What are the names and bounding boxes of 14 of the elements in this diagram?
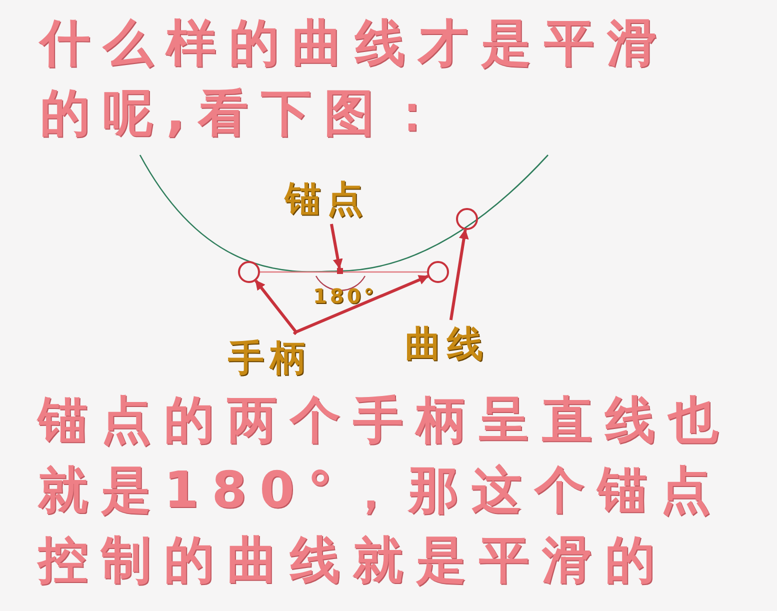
angle-label: 180°	[313, 284, 377, 308]
label-text: 手柄	[228, 334, 312, 383]
arrow	[292, 274, 429, 336]
handle-line	[260, 271, 427, 273]
label-text: 曲线	[405, 320, 489, 369]
handle-circle	[427, 261, 449, 283]
title-text: 什么样的曲线才是平滑的呢,看下图：	[40, 13, 671, 144]
arrow	[449, 228, 469, 320]
caption-text: 锚点的两个手柄呈直线也就是180°，那这个锚点控制的曲线就是平滑的	[38, 390, 732, 591]
label-text: 锚点	[285, 175, 369, 224]
anchor-point	[337, 268, 343, 274]
handle-circle	[238, 261, 260, 283]
curve-marker-circle	[456, 208, 478, 230]
arrow	[330, 224, 343, 269]
